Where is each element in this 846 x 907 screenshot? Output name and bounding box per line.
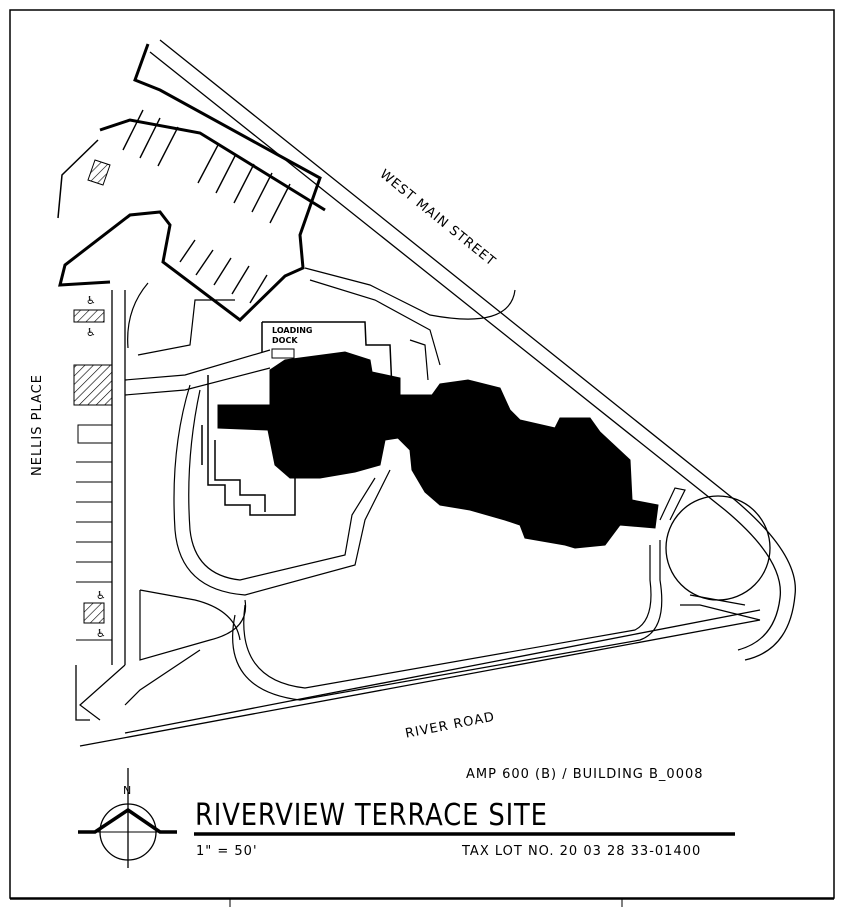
north-label: N — [123, 784, 132, 797]
building-reference: AMP 600 (B) / BUILDING B_0008 — [466, 767, 704, 782]
wheelchair-icon: ♿ — [96, 589, 106, 602]
walkways — [79, 267, 761, 721]
wheelchair-icon: ♿ — [86, 326, 96, 339]
turnaround-circle — [665, 495, 771, 601]
north-arrow — [78, 768, 177, 868]
building-outline — [201, 321, 393, 516]
sheet-border — [9, 9, 835, 899]
tax-lot-label: TAX LOT NO. 20 03 28 33-01400 — [462, 844, 702, 859]
loading-dock-label: LOADING DOCK — [272, 326, 312, 346]
nellis-parking — [73, 309, 113, 641]
site-title: RIVERVIEW TERRACE SITE — [195, 798, 548, 833]
west-main-street — [149, 39, 796, 661]
loading-dock-line-1: LOADING — [272, 326, 313, 335]
street-label-nellis: NELLIS PLACE — [30, 374, 45, 476]
building-footprint — [217, 351, 659, 549]
nellis-place — [75, 290, 126, 721]
loading-dock-line-2: DOCK — [272, 336, 298, 345]
scale-label: 1" = 50' — [196, 844, 258, 859]
wheelchair-icon: ♿ — [96, 627, 106, 640]
wheelchair-icon: ♿ — [86, 294, 96, 307]
parking-lot — [57, 43, 326, 322]
